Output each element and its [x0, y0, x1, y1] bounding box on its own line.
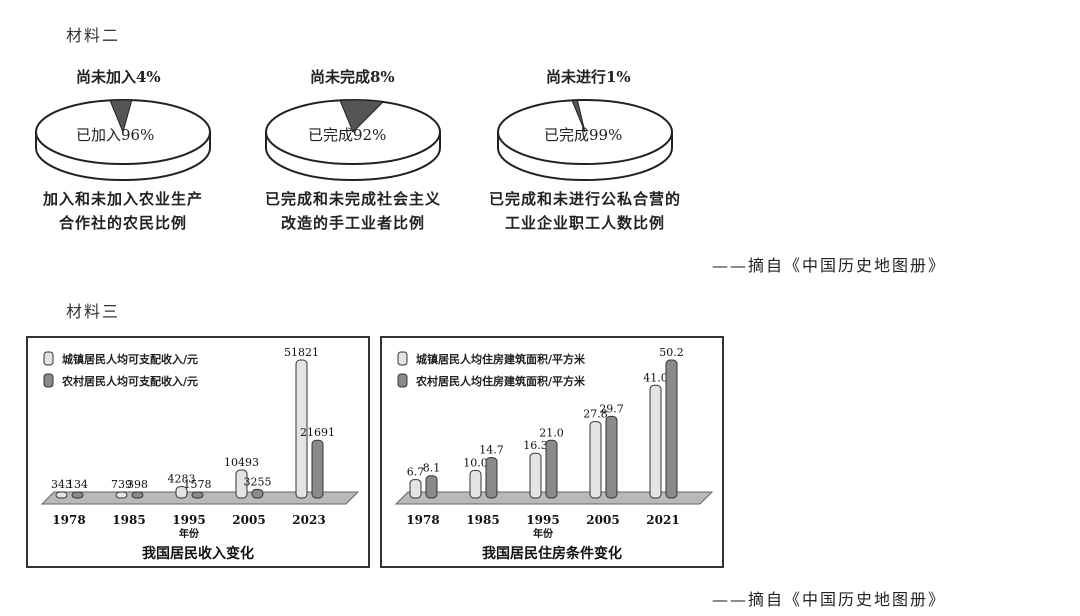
pie-caption-farmers: 加入和未加入农业生产 合作社的农民比例 — [18, 187, 228, 235]
category-label: 1995 — [526, 513, 559, 527]
bar — [425, 475, 438, 499]
bar — [311, 439, 324, 499]
pie-caption-enterprises: 已完成和未进行公私合营的 工业企业职工人数比例 — [470, 187, 700, 235]
pie-chart-enterprises: 尚未进行1% 已完成99% — [490, 62, 680, 182]
chart-title: 我国居民收入变化 — [142, 545, 254, 562]
pie-inner-label: 已加入96% — [76, 126, 155, 144]
legend-swatch — [397, 351, 408, 366]
bar — [665, 359, 678, 499]
bar — [191, 491, 204, 499]
bar-value-label: 10493 — [224, 456, 259, 469]
caption-line: 已完成和未完成社会主义 — [264, 190, 441, 208]
bar — [409, 479, 422, 499]
bar — [71, 491, 84, 499]
bar — [469, 470, 482, 499]
pie-inner-label: 已完成92% — [308, 126, 387, 144]
bar — [295, 359, 308, 499]
x-axis-label: 年份 — [179, 527, 200, 540]
material-2-heading: 材料二 — [66, 26, 121, 45]
bar — [605, 415, 618, 499]
pie-inner-label: 已完成99% — [544, 126, 623, 144]
caption-line: 已完成和未进行公私合营的 — [488, 190, 681, 208]
bar-value-label: 134 — [67, 478, 88, 491]
pie-graphic — [497, 99, 673, 181]
legend-label: 城镇居民人均可支配收入/元 — [62, 352, 198, 366]
category-label: 2021 — [646, 513, 679, 527]
bar — [175, 486, 188, 499]
legend-swatch — [397, 373, 408, 388]
bar-value-label: 41.0 — [643, 371, 668, 384]
bar — [251, 488, 264, 499]
chart-title: 我国居民住房条件变化 — [482, 545, 622, 562]
bar-value-label: 8.1 — [423, 462, 441, 475]
bar-value-label: 50.2 — [659, 346, 684, 359]
caption-line: 加入和未加入农业生产 — [42, 190, 203, 208]
bar-value-label: 21691 — [300, 426, 335, 439]
pie-caption-handicraft: 已完成和未完成社会主义 改造的手工业者比例 — [243, 187, 463, 235]
pie-wedge — [109, 99, 133, 134]
caption-line: 工业企业职工人数比例 — [504, 214, 665, 232]
bar-value-label: 1578 — [184, 478, 212, 491]
source-citation: ——摘自《中国历史地图册》 — [712, 590, 947, 609]
bar — [485, 457, 498, 499]
category-label: 1978 — [406, 513, 439, 527]
category-label: 1985 — [466, 513, 499, 527]
pie-top-label: 尚未加入4% — [76, 68, 161, 86]
bar — [529, 452, 542, 499]
category-label: 1978 — [52, 513, 85, 527]
bar-value-label: 21.0 — [539, 426, 564, 439]
bar-value-label: 398 — [127, 478, 148, 491]
bar-value-label: 29.7 — [599, 402, 624, 415]
bar-value-label: 6.7 — [407, 466, 425, 479]
legend-swatch — [43, 373, 54, 388]
x-axis-label: 年份 — [533, 527, 554, 540]
bar-value-label: 51821 — [284, 346, 319, 359]
material-3-heading: 材料三 — [66, 302, 121, 321]
bar-value-label: 27.8 — [583, 408, 608, 421]
bar-value-label: 3255 — [244, 475, 272, 488]
pie-chart-farmers: 尚未加入4% 已加入96% — [28, 62, 218, 182]
bar — [235, 469, 248, 499]
pie-top-label: 尚未进行1% — [546, 68, 631, 86]
bar — [589, 421, 602, 499]
category-label: 2005 — [232, 513, 265, 527]
bar — [545, 439, 558, 499]
bar-value-label: 14.7 — [479, 444, 504, 457]
pie-top-label: 尚未完成8% — [310, 68, 395, 86]
bar-value-label: 16.3 — [523, 439, 548, 452]
bar-value-label: 10.0 — [463, 457, 488, 470]
category-label: 2005 — [586, 513, 619, 527]
bar — [115, 491, 128, 499]
legend-label: 农村居民人均住房建筑面积/平方米 — [415, 374, 586, 388]
caption-line: 合作社的农民比例 — [58, 214, 187, 232]
category-label: 2023 — [292, 513, 325, 527]
pie-graphic — [35, 99, 211, 181]
legend-swatch — [43, 351, 54, 366]
pie-wedge — [339, 99, 385, 133]
source-citation: ——摘自《中国历史地图册》 — [712, 256, 947, 275]
category-label: 1995 — [172, 513, 205, 527]
category-label: 1985 — [112, 513, 145, 527]
bar-value-label: 343 — [51, 478, 72, 491]
pie-wedge — [571, 99, 586, 133]
legend-label: 城镇居民人均住房建筑面积/平方米 — [416, 352, 586, 366]
pie-graphic — [265, 99, 441, 181]
bar-value-label: 4283 — [168, 473, 196, 486]
bar — [649, 384, 662, 499]
income-bar-chart: 城镇居民人均可支配收入/元农村居民人均可支配收入/元34313419787393… — [40, 346, 360, 562]
bar — [131, 491, 144, 499]
bar — [55, 491, 68, 499]
pie-chart-handicraft: 尚未完成8% 已完成92% — [258, 62, 448, 182]
legend-label: 农村居民人均可支配收入/元 — [61, 374, 198, 388]
caption-line: 改造的手工业者比例 — [280, 214, 425, 232]
bar-value-label: 739 — [111, 478, 132, 491]
